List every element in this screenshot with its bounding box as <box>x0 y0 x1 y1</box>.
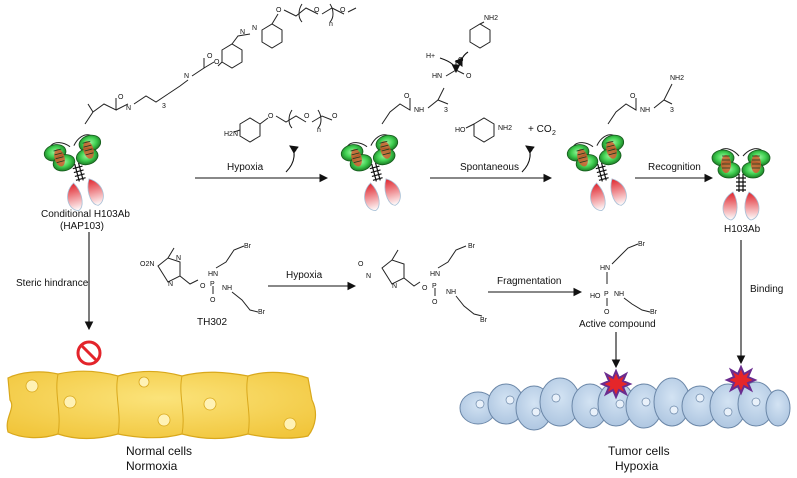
active-compound-label: Active compound <box>579 319 656 330</box>
svg-text:Br: Br <box>638 241 646 248</box>
svg-text:O: O <box>422 285 428 292</box>
svg-text:O: O <box>404 93 410 100</box>
svg-text:Br: Br <box>258 309 266 316</box>
svg-text:O2N: O2N <box>140 261 154 268</box>
svg-text:O: O <box>207 53 213 60</box>
normoxia-label: Normoxia <box>126 459 178 473</box>
svg-text:O: O <box>118 94 124 101</box>
svg-text:O: O <box>200 283 206 290</box>
svg-text:NH: NH <box>222 285 232 292</box>
svg-text:N: N <box>176 255 181 262</box>
svg-text:N: N <box>184 73 189 80</box>
svg-text:HN: HN <box>430 271 440 278</box>
th302-radical-structure: O N N O P O HN Br NH Br <box>358 243 488 324</box>
burst-icon-binding <box>726 366 756 394</box>
svg-text:3: 3 <box>670 107 674 114</box>
svg-text:P: P <box>604 291 609 298</box>
recognition-step-label: Recognition <box>648 162 701 173</box>
svg-text:HN: HN <box>600 265 610 272</box>
amine-structure: O NH 3 NH2 <box>607 75 684 125</box>
svg-text:O: O <box>630 93 636 100</box>
svg-text:n: n <box>329 21 333 28</box>
svg-text:Br: Br <box>650 309 658 316</box>
svg-text:O: O <box>304 113 310 120</box>
hypoxia-step-label-top: Hypoxia <box>227 162 264 173</box>
fragmentation-step-label: Fragmentation <box>497 276 561 287</box>
normal-cells-label: Normal cells <box>126 444 192 458</box>
th302-structure: O2N N N O P O HN Br NH Br <box>140 243 266 316</box>
svg-text:N: N <box>240 29 245 36</box>
conditional-antibody-icon <box>41 130 118 217</box>
svg-text:NH: NH <box>414 107 424 114</box>
svg-text:O: O <box>314 7 320 14</box>
svg-text:NH: NH <box>614 291 624 298</box>
svg-text:NH2: NH2 <box>670 75 684 82</box>
svg-text:O: O <box>332 113 338 120</box>
intermediate-antibody-icon <box>338 130 415 217</box>
svg-text:n: n <box>317 127 321 134</box>
svg-text:NH2: NH2 <box>484 15 498 22</box>
svg-text:N: N <box>252 25 257 32</box>
svg-text:3: 3 <box>162 103 166 110</box>
svg-text:N: N <box>126 105 131 112</box>
svg-text:Br: Br <box>244 243 252 250</box>
aminophenyl-peg-byproduct: H2N O O O n <box>224 109 338 143</box>
h103ab-label: H103Ab <box>724 224 761 235</box>
normal-cell-layer <box>6 370 317 440</box>
svg-text:N: N <box>168 281 173 288</box>
steric-hindrance-label: Steric hindrance <box>16 278 89 289</box>
svg-text:P: P <box>432 283 437 290</box>
svg-text:HN: HN <box>208 271 218 278</box>
intermediate-structure: O NH 3 HN O O NH2 H+ <box>381 15 498 125</box>
svg-text:HO: HO <box>455 127 466 134</box>
conditional-antibody-sublabel: (HAP103) <box>60 221 104 232</box>
svg-text:Br: Br <box>468 243 476 250</box>
svg-text:3: 3 <box>444 107 448 114</box>
svg-text:HO: HO <box>590 293 601 300</box>
tumor-cells-label: Tumor cells <box>608 444 670 458</box>
svg-text:O: O <box>466 73 472 80</box>
co2-label: + CO <box>528 124 552 135</box>
burst-icon-active-compound <box>601 370 631 398</box>
h103ab-antibody-icon <box>711 148 771 221</box>
svg-text:H2N: H2N <box>224 131 238 138</box>
svg-text:O: O <box>268 113 274 120</box>
svg-text:N: N <box>392 283 397 290</box>
svg-text:NH: NH <box>446 289 456 296</box>
hap103-linker-structure: O N 3 N O O N N O O O n <box>84 3 357 125</box>
svg-text:HN: HN <box>432 73 442 80</box>
svg-text:Br: Br <box>480 317 488 324</box>
active-compound-structure: HN Br HO P O NH Br <box>590 241 658 316</box>
svg-text:O: O <box>276 7 282 14</box>
svg-text:O: O <box>210 297 216 304</box>
svg-text:O: O <box>340 7 346 14</box>
svg-text:H+: H+ <box>426 53 435 60</box>
svg-text:P: P <box>210 281 215 288</box>
svg-text:NH2: NH2 <box>498 125 512 132</box>
svg-text:O: O <box>432 299 438 306</box>
svg-text:2: 2 <box>552 130 556 137</box>
svg-text:O: O <box>358 261 364 268</box>
svg-text:O: O <box>214 59 220 66</box>
tumor-cell-layer <box>459 377 791 431</box>
th302-label: TH302 <box>197 317 227 328</box>
spontaneous-step-label: Spontaneous <box>460 162 519 173</box>
conditional-antibody-label: Conditional H103Ab <box>41 209 130 220</box>
amine-antibody-icon <box>564 130 641 217</box>
prohibit-icon <box>76 340 102 366</box>
hypoxia-condition-label: Hypoxia <box>615 459 659 473</box>
svg-text:N: N <box>366 273 371 280</box>
binding-step-label: Binding <box>750 284 783 295</box>
aminobenzyl-alcohol-byproduct: HO NH2 <box>455 117 512 143</box>
svg-text:O: O <box>604 309 610 316</box>
hypoxia-step-label-middle: Hypoxia <box>286 270 323 281</box>
svg-text:NH: NH <box>640 107 650 114</box>
